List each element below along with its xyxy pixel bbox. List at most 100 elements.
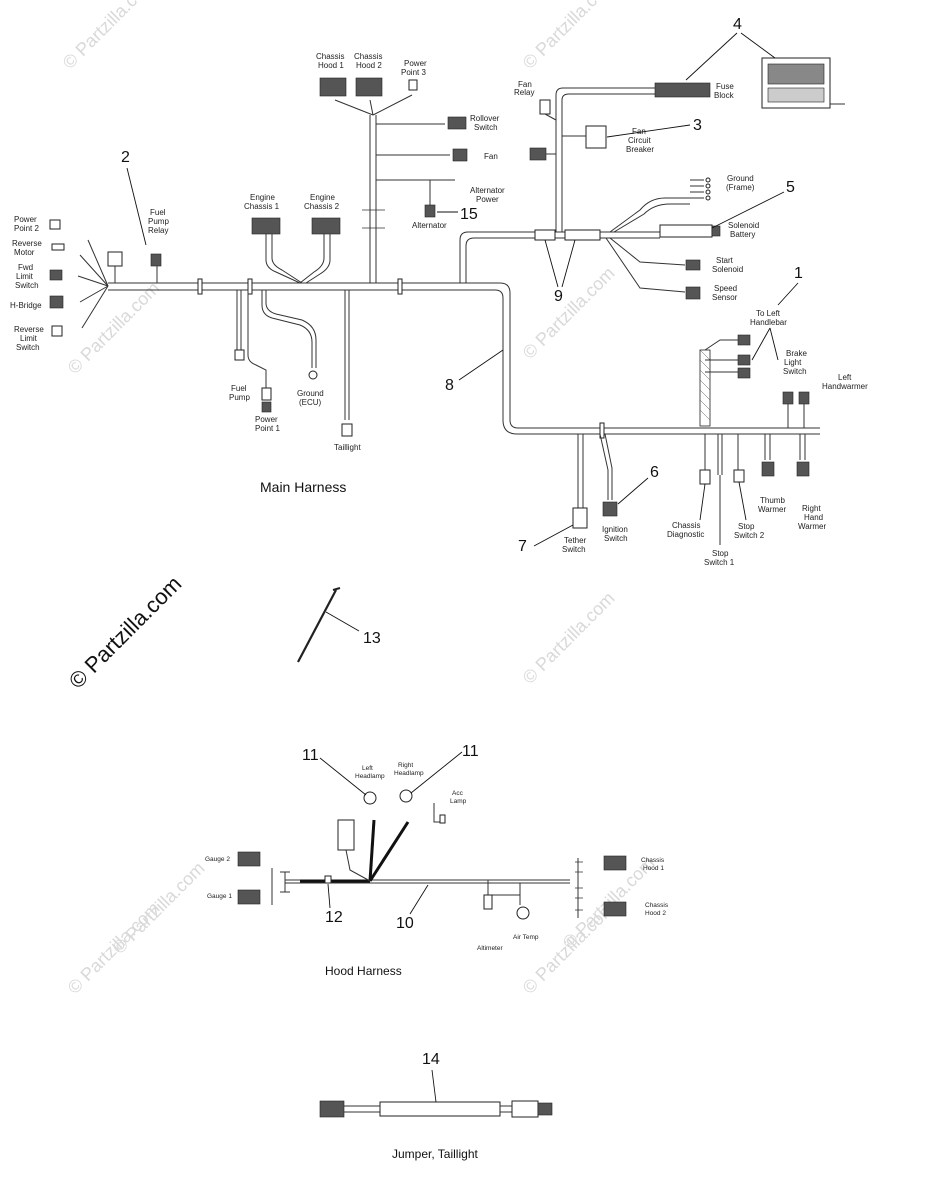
label-power-point-1-a: Power [255,415,278,424]
gauge-2-connector [237,851,261,867]
hood-harness-clip [324,875,332,884]
label-fwd-limit-b: Limit [16,272,34,281]
label-power-point-2-b: Point 2 [14,224,39,233]
jumper-sleeve [379,1101,501,1117]
power-point-2-connector [49,219,61,230]
label-fan-relay-a: Fan [518,80,532,89]
label-stop-switch-1-b: Switch 1 [704,558,735,567]
label-thumb-warmer-b: Warmer [758,505,786,514]
label-solenoid-battery-b: Battery [730,230,755,239]
label-right-hand-warmer-a: Right [802,504,821,513]
callout-6: 6 [650,464,659,481]
left-handlebar-connector [737,367,751,379]
stop-switch-2-connector [733,469,745,483]
label-stop-switch-2-a: Stop [738,522,755,531]
label-fan-circuit-breaker-c: Breaker [626,145,654,154]
label-left-handwarmer-a: Left [838,373,852,382]
label-chassis-hood-2-a: Chassis [354,52,382,61]
tether-switch-connector [572,507,588,529]
power-point-3-connector [408,79,418,91]
callout-15: 15 [460,206,478,223]
callout-5: 5 [786,179,795,196]
power-point-1-plug [261,401,272,413]
left-handwarmer-connector [798,391,810,405]
label-fan-circuit-breaker-a: Fan [632,127,646,136]
label-right-headlamp-b: Headlamp [394,770,424,777]
reverse-motor-connector [51,243,65,251]
label-speed-sensor-b: Sensor [712,293,738,302]
thumb-warmer-connector [761,461,775,477]
label-left-headlamp-a: Left [362,765,373,772]
callout-14: 14 [422,1051,440,1068]
alternator-connector [424,204,436,218]
label-ground-frame-b: (Frame) [726,183,755,192]
hood-chassis-hood-2-connector [603,901,627,917]
label-right-hand-warmer-b: Hand [804,513,823,522]
label-rollover-switch-b: Switch [474,123,498,132]
left-headlamp-connector [363,791,377,805]
main-trunk-lower [108,289,820,435]
main-harness-title: Main Harness [260,479,346,495]
label-acc-lamp-a: Acc [452,790,464,797]
item-13-cable-tie: 13 [297,587,381,663]
left-handlebar-connector [737,334,751,346]
label-fuse-block-b: Block [714,91,735,100]
label-gauge-2: Gauge 2 [205,856,230,863]
label-speed-sensor-a: Speed [714,284,737,293]
label-right-hand-warmer-c: Warmer [798,522,826,531]
h-bridge-connector [49,295,64,309]
power-point-1-connector [261,387,272,401]
label-alternator-power-a: Alternator [470,186,505,195]
gauge-1-connector [237,889,261,905]
label-stop-switch-2-b: Switch 2 [734,531,765,540]
label-fuel-pump-relay-a: Fuel [150,208,166,217]
main-harness: Power Point 2 Reverse Motor Fwd Limit Sw… [10,16,868,567]
label-ground-ecu-b: (ECU) [299,398,322,407]
label-ignition-switch-a: Ignition [602,525,628,534]
fuel-pump-relay-bracket [107,251,123,267]
fwd-limit-switch-connector [49,269,63,281]
callout-2: 2 [121,149,130,166]
label-rollover-switch-a: Rollover [470,114,500,123]
watermark-faint: © Partzilla.com [109,858,209,958]
right-upper-branch [459,231,660,283]
ground-ecu-ring [308,370,318,380]
label-chassis-diagnostic-a: Chassis [672,521,700,530]
engine-chassis-1-connector [251,217,281,235]
label-fuse-block-a: Fuse [716,82,734,91]
label-right-headlamp-a: Right [398,762,413,769]
label-power-point-3-b: Point 3 [401,68,426,77]
harness-sleeve [564,229,601,241]
label-engine-chassis-2-b: Chassis 2 [304,202,340,211]
hood-chassis-hood-1-connector [603,855,627,871]
label-tether-switch-a: Tether [564,536,587,545]
label-chassis-hood-1-a: Chassis [316,52,344,61]
engine-chassis-2-connector [311,217,341,235]
label-power-point-2-a: Power [14,215,37,224]
label-reverse-motor-b: Motor [14,248,35,257]
air-temp-connector [516,906,530,920]
jumper-left-connector [319,1100,345,1118]
label-fuel-pump-a: Fuel [231,384,247,393]
label-reverse-limit-c: Switch [16,343,40,352]
chassis-diagnostic-connector [699,469,711,485]
label-fan: Fan [484,152,498,161]
label-reverse-limit-b: Limit [20,334,38,343]
label-to-left-handlebar-b: Handlebar [750,318,787,327]
label-fuel-pump-relay-c: Relay [148,226,168,235]
label-brake-light-switch-c: Switch [783,367,807,376]
label-left-headlamp-b: Headlamp [355,773,385,780]
label-ignition-switch-b: Switch [604,534,628,543]
callout-11-right: 11 [462,743,479,760]
label-hood-chassis-hood-1-b: Hood 1 [643,865,664,872]
left-fanout [49,219,109,337]
speed-sensor-connector [685,286,701,300]
acc-lamp-connector [439,814,446,824]
label-fwd-limit-c: Switch [15,281,39,290]
fuse-block-connector [654,82,711,98]
start-solenoid-connector [685,259,701,271]
label-fuel-pump-b: Pump [229,393,250,402]
watermark-copyright: © Partzilla.com [64,571,187,694]
callout-7: 7 [518,538,527,555]
label-fan-circuit-breaker-b: Circuit [628,136,651,145]
